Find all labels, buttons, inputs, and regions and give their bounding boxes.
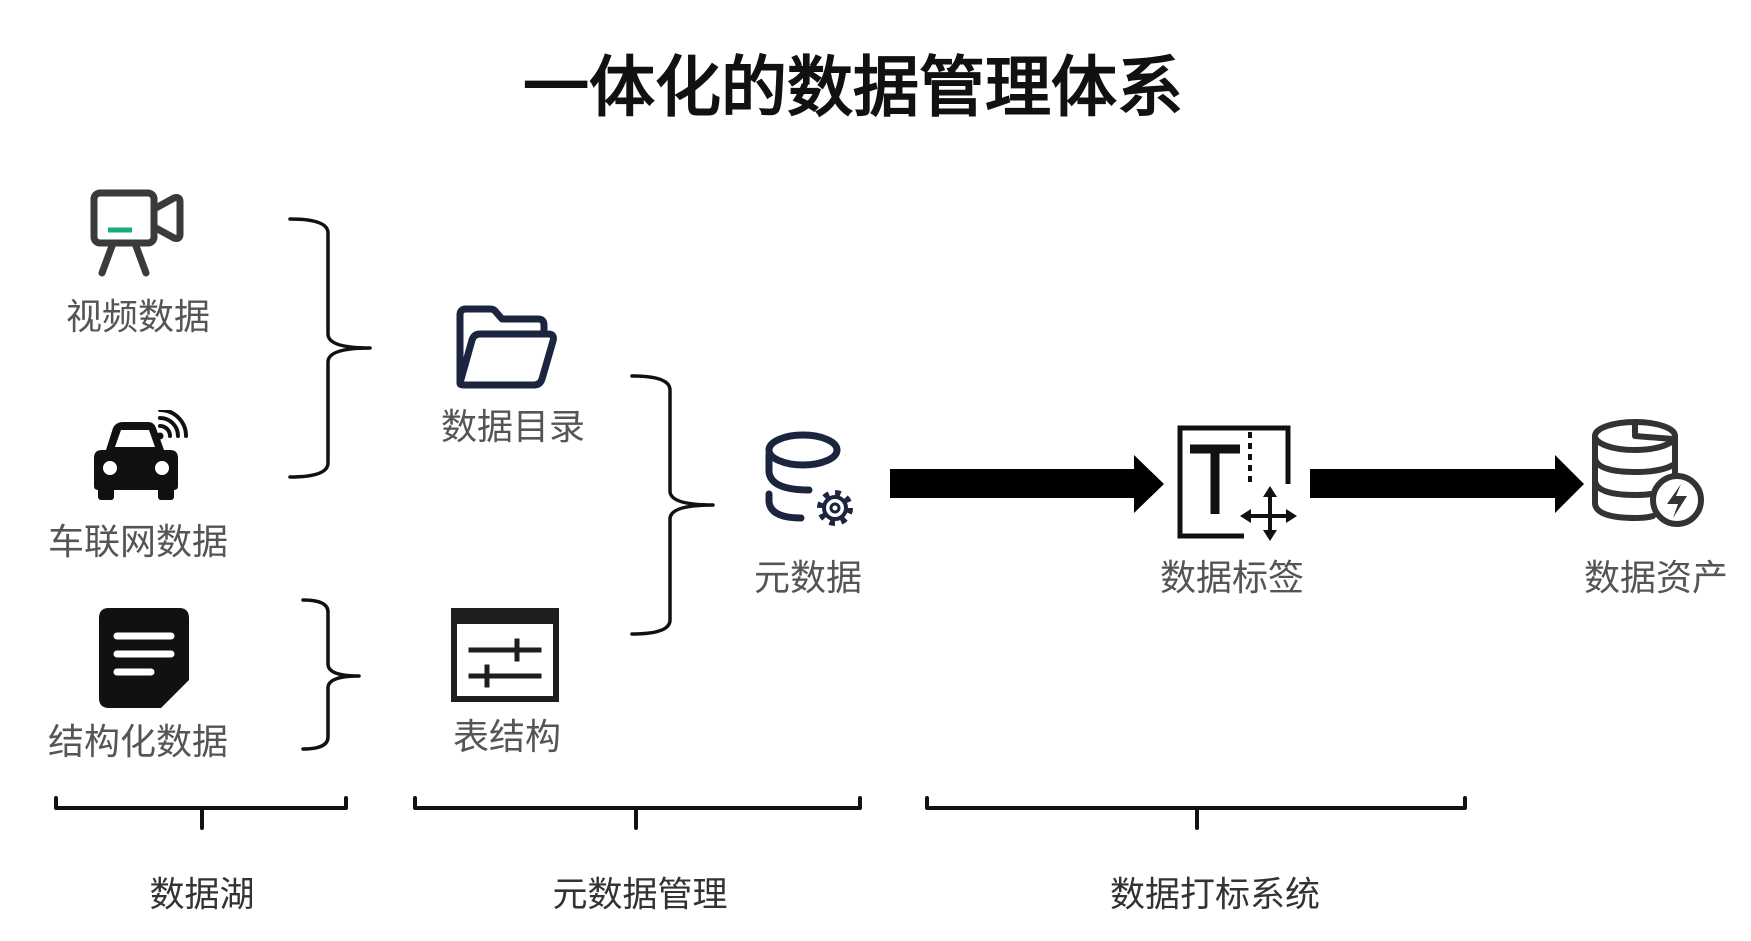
- arrow-metadata-to-tag: [890, 455, 1164, 513]
- coin-stack-icon: [1591, 418, 1705, 530]
- label-table-schema: 表结构: [452, 717, 562, 758]
- diagram-title: 一体化的数据管理体系: [523, 49, 1183, 126]
- brace-structured: [301, 598, 361, 751]
- brace-catalog-schema: [630, 374, 715, 636]
- group-bracket-tagging-system: [925, 796, 1467, 830]
- folder-icon: [452, 303, 558, 391]
- note-icon: [99, 608, 189, 708]
- group-label-metadata-management: 元数据管理: [552, 875, 728, 916]
- text-move-tag-icon: [1176, 424, 1298, 542]
- brace-video-car: [288, 217, 372, 479]
- label-structured-data: 结构化数据: [47, 722, 229, 763]
- label-metadata: 元数据: [753, 558, 863, 599]
- group-label-data-lake: 数据湖: [149, 875, 255, 916]
- label-data-catalog: 数据目录: [440, 407, 586, 448]
- group-bracket-data-lake: [54, 796, 348, 830]
- label-connected-car-data: 车联网数据: [47, 522, 229, 563]
- group-bracket-metadata-management: [413, 796, 862, 830]
- table-settings-icon: [451, 608, 559, 702]
- connected-car-icon: [90, 410, 192, 502]
- label-video-data: 视频数据: [65, 297, 211, 338]
- label-data-tags: 数据标签: [1159, 558, 1305, 599]
- group-label-tagging-system: 数据打标系统: [1109, 875, 1321, 916]
- arrow-tag-to-asset: [1310, 455, 1584, 513]
- video-camera-icon: [90, 189, 190, 277]
- label-data-assets: 数据资产: [1583, 558, 1729, 599]
- database-gear-icon: [763, 430, 855, 528]
